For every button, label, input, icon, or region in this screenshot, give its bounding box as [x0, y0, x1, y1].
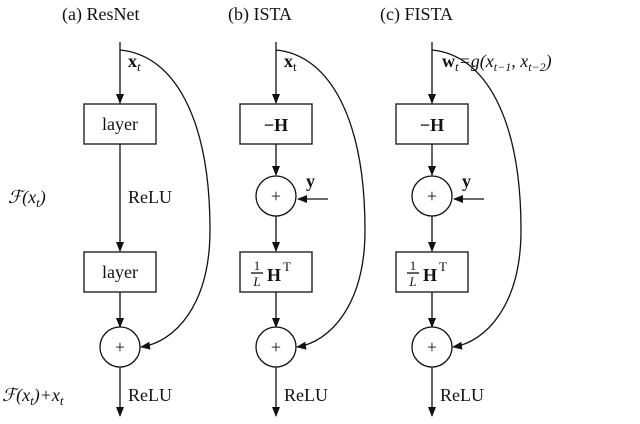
caption-ista: (b) ISTA [228, 4, 292, 25]
caption-resnet: (a) ResNet [62, 4, 139, 25]
svg-text:H: H [267, 265, 281, 285]
svg-text:L: L [252, 274, 260, 289]
fista-HT-box [395, 251, 469, 293]
ista-sum1-symbol: + [271, 186, 281, 206]
resnet-out-relu: ReLU [128, 385, 172, 405]
resnet-input-label: xt [128, 51, 141, 74]
resnet-relu-mid: ReLU [128, 187, 172, 207]
svg-text:H: H [423, 265, 437, 285]
panel-resnet: (a) ResNet xt layer ReLU ℱ(xt) layer + ℱ… [2, 4, 211, 417]
ista-out-relu: ReLU [284, 385, 328, 405]
resnet-out-label: ℱ(xt)+xt [2, 385, 64, 408]
ista-y-label: y [306, 171, 315, 191]
fista-negH-box [395, 103, 469, 145]
svg-text:L: L [408, 274, 416, 289]
resnet-layer1-box [83, 103, 157, 145]
panel-fista: (c) FISTA wt=g(xt−1, xt−2) −H + y 1 L H … [380, 4, 552, 417]
fista-out-relu: ReLU [440, 385, 484, 405]
fista-sum2-symbol: + [427, 337, 437, 357]
ista-input-label: xt [284, 51, 297, 74]
resnet-sum-symbol: + [115, 337, 125, 357]
ista-HT-label: 1 L H T [251, 258, 291, 289]
fista-negH-label: −H [420, 115, 444, 135]
ista-negH-label: −H [264, 115, 288, 135]
fista-sum1-symbol: + [427, 186, 437, 206]
fista-input-label: wt=g(xt−1, xt−2) [442, 51, 552, 74]
svg-text:T: T [439, 259, 447, 274]
caption-fista: (c) FISTA [380, 4, 453, 25]
panel-ista: (b) ISTA xt −H + y 1 L H T + ReLU [228, 4, 366, 417]
fista-y-label: y [462, 171, 471, 191]
resnet-skip-connection [119, 49, 211, 350]
svg-text:1: 1 [254, 258, 261, 273]
fista-HT-label: 1 L H T [407, 258, 447, 289]
fista-skip-connection [431, 49, 522, 350]
ista-skip-connection [275, 49, 366, 350]
svg-text:1: 1 [410, 258, 417, 273]
resnet-layer1-label: layer [102, 114, 138, 134]
resnet-F-label: ℱ(xt) [8, 187, 46, 210]
svg-text:T: T [283, 259, 291, 274]
ista-sum2-symbol: + [271, 337, 281, 357]
resnet-layer2-label: layer [102, 262, 138, 282]
